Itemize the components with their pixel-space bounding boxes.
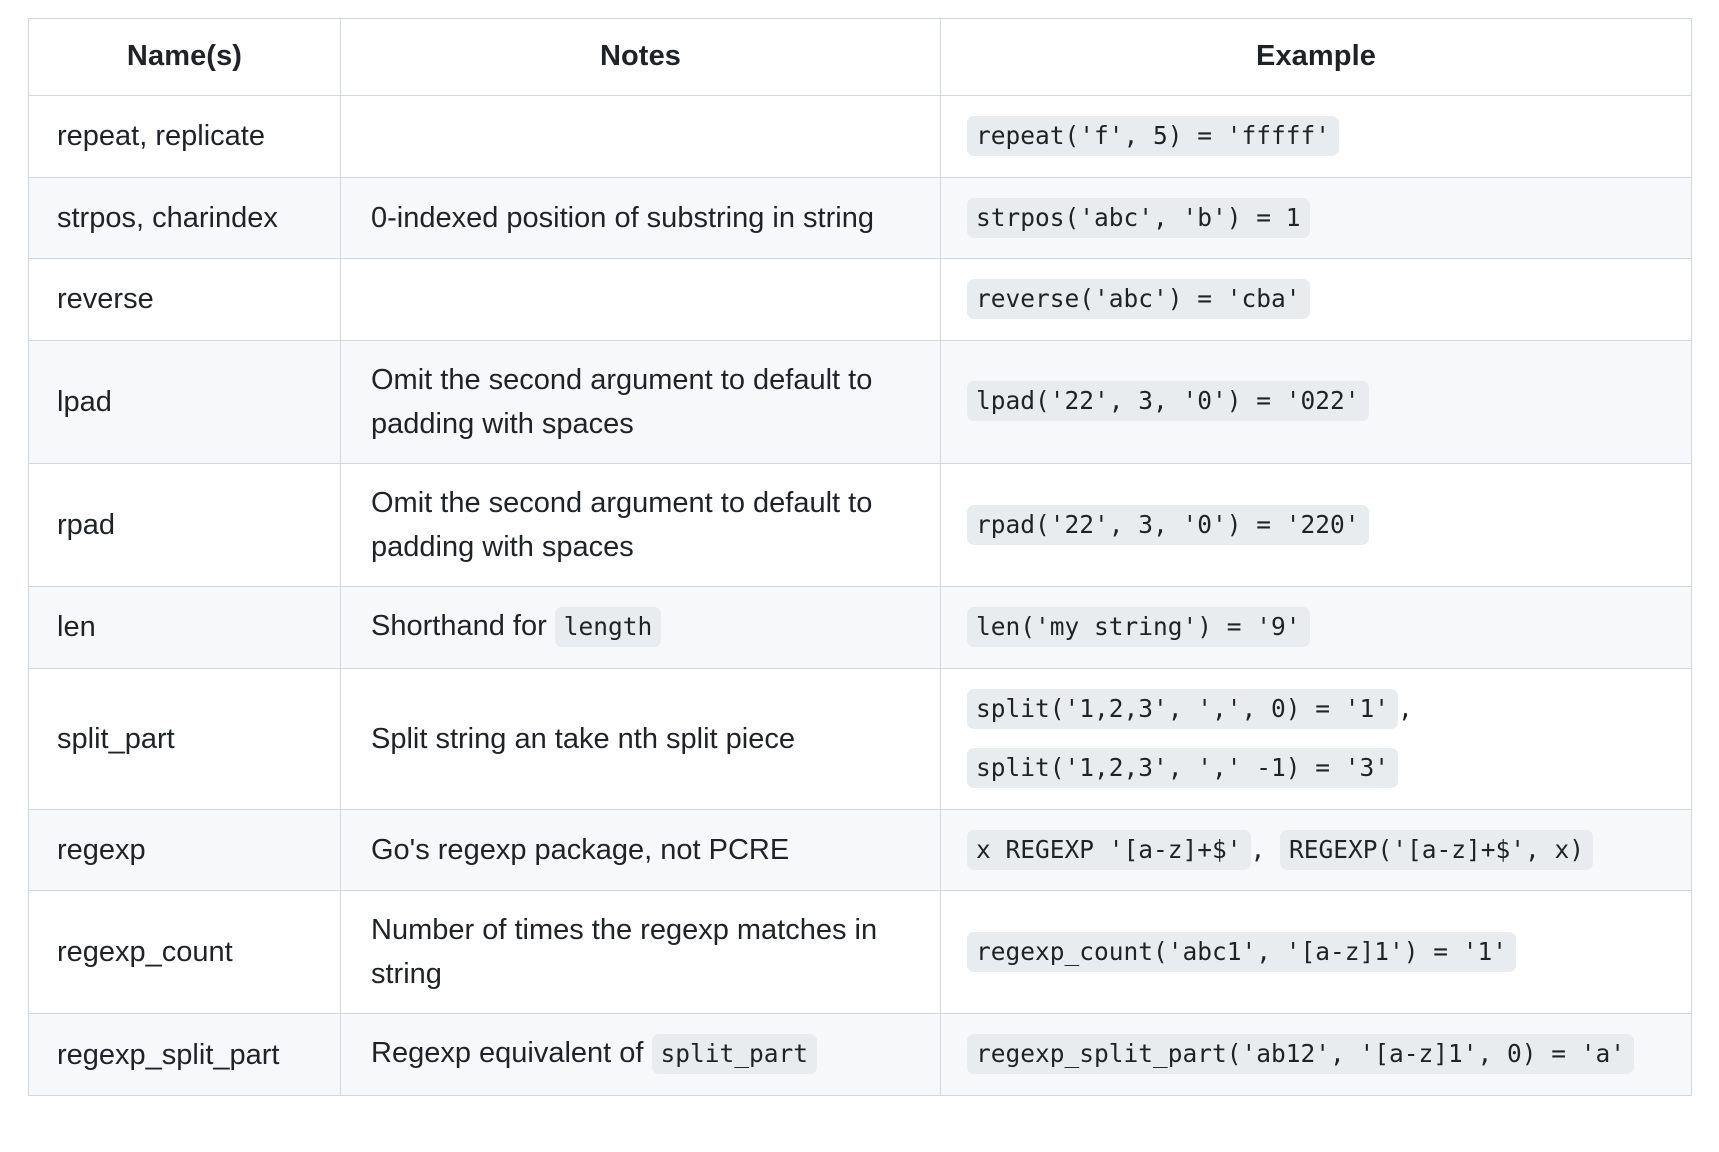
cell-example: split('1,2,3', ',', 0) = '1', split('1,2…: [940, 667, 1692, 810]
cell-notes: Shorthand for length: [340, 585, 941, 669]
table-row: regexp Go's regexp package, not PCRE x REG…: [28, 808, 1692, 892]
example-line: split('1,2,3', ',' -1) = '3': [967, 745, 1671, 792]
example-code: split('1,2,3', ',' -1) = '3': [967, 748, 1399, 789]
example-line: rpad('22', 3, '0') = '220': [967, 502, 1671, 549]
column-header-names: Name(s): [28, 18, 341, 96]
function-name-text: strpos, charindex: [57, 201, 278, 234]
function-name-text: reverse: [57, 283, 154, 316]
cell-example: regexp_count('abc1', '[a-z]1') = '1': [940, 890, 1692, 1015]
cell-notes: 0-indexed position of substring in strin…: [340, 176, 941, 260]
example-line: x REGEXP '[a-z]+$',: [967, 829, 1281, 870]
cell-example: reverse('abc') = 'cba': [940, 258, 1692, 341]
cell-example: regexp_split_part('ab12', '[a-z]1', 0) =…: [940, 1013, 1692, 1096]
notes-text: Regexp equivalent of: [371, 1037, 652, 1070]
table-row: rpad Omit the second argument to default …: [28, 462, 1692, 587]
function-name-text: repeat, replicate: [57, 120, 265, 153]
example-line: strpos('abc', 'b') = 1: [967, 195, 1671, 242]
notes-text: Number of times the regexp matches in st…: [371, 914, 878, 991]
cell-function-name: repeat, replicate: [28, 95, 341, 178]
notes-text: Go's regexp package, not PCRE: [371, 833, 790, 866]
example-line: regexp_count('abc1', '[a-z]1') = '1': [967, 929, 1671, 976]
example-code: x REGEXP '[a-z]+$': [967, 829, 1251, 870]
example-line: REGEXP('[a-z]+$', x): [1280, 829, 1594, 870]
example-code: reverse('abc') = 'cba': [967, 279, 1310, 320]
cell-example: lpad('22', 3, '0') = '022': [940, 339, 1692, 464]
cell-example: len('my string') = '9': [940, 585, 1692, 669]
notes-inline-code: split_part: [651, 1034, 818, 1075]
table-row: reverse reverse('abc') = 'cba': [28, 258, 1692, 341]
notes-text: Omit the second argument to default to p…: [371, 486, 873, 563]
function-name-text: rpad: [57, 508, 116, 541]
cell-function-name: split_part: [28, 667, 341, 810]
cell-function-name: len: [28, 585, 341, 669]
notes-text: 0-indexed position of substring in strin…: [371, 201, 874, 234]
example-code: regexp_split_part('ab12', '[a-z]1', 0) =…: [967, 1034, 1635, 1075]
example-line: reverse('abc') = 'cba': [967, 276, 1671, 323]
cell-function-name: rpad: [28, 462, 341, 587]
function-name-text: regexp_split_part: [57, 1038, 280, 1071]
cell-function-name: strpos, charindex: [28, 176, 341, 260]
example-code: len('my string') = '9': [967, 606, 1310, 647]
example-code: rpad('22', 3, '0') = '220': [967, 504, 1369, 545]
notes-inline-code: length: [554, 606, 662, 647]
example-line: regexp_split_part('ab12', '[a-z]1', 0) =…: [967, 1031, 1671, 1078]
example-separator: ,: [1250, 834, 1281, 864]
cell-notes: [340, 95, 941, 178]
notes-text: Shorthand for: [371, 609, 555, 642]
table-row: regexp_split_part Regexp equivalent of sp…: [28, 1013, 1692, 1096]
cell-function-name: regexp_count: [28, 890, 341, 1015]
table-row: lpad Omit the second argument to default …: [28, 339, 1692, 464]
table-header-row: Name(s) Notes Example: [28, 18, 1692, 96]
example-code: strpos('abc', 'b') = 1: [967, 197, 1310, 238]
cell-example: strpos('abc', 'b') = 1: [940, 176, 1692, 260]
cell-notes: Number of times the regexp matches in st…: [340, 890, 941, 1015]
example-code: REGEXP('[a-z]+$', x): [1280, 829, 1594, 870]
cell-function-name: regexp_split_part: [28, 1013, 341, 1096]
example-separator: ,: [1398, 693, 1413, 723]
table-header: Name(s) Notes Example: [28, 18, 1692, 96]
table-row: strpos, charindex 0-indexed position of s…: [28, 176, 1692, 260]
table-body: repeat, replicate repeat('f', 5) = 'fffff…: [28, 95, 1692, 1096]
cell-notes: Regexp equivalent of split_part: [340, 1013, 941, 1096]
table-row: len Shorthand for length len('my string') …: [28, 585, 1692, 669]
function-name-text: split_part: [57, 722, 175, 755]
example-line: repeat('f', 5) = 'fffff': [967, 113, 1671, 160]
example-code: repeat('f', 5) = 'fffff': [967, 116, 1340, 156]
example-code: split('1,2,3', ',', 0) = '1': [967, 688, 1399, 729]
example-line: lpad('22', 3, '0') = '022': [967, 378, 1671, 425]
function-name-text: len: [57, 611, 96, 644]
cell-notes: Omit the second argument to default to p…: [340, 339, 941, 464]
column-header-example: Example: [940, 18, 1692, 96]
function-name-text: lpad: [57, 385, 112, 418]
cell-function-name: regexp: [28, 808, 341, 892]
cell-example: x REGEXP '[a-z]+$', REGEXP('[a-z]+$', x): [940, 808, 1692, 892]
function-name-text: regexp: [57, 833, 146, 866]
cell-notes: [340, 258, 941, 341]
notes-text: Omit the second argument to default to p…: [371, 363, 873, 440]
column-header-notes: Notes: [340, 18, 941, 96]
cell-example: repeat('f', 5) = 'fffff': [940, 95, 1692, 178]
example-line: split('1,2,3', ',', 0) = '1',: [967, 686, 1671, 733]
cell-notes: Split string an take nth split piece: [340, 667, 941, 810]
table-row: repeat, replicate repeat('f', 5) = 'fffff…: [28, 95, 1692, 178]
cell-function-name: lpad: [28, 339, 341, 464]
example-code: lpad('22', 3, '0') = '022': [967, 381, 1369, 422]
example-line: len('my string') = '9': [967, 604, 1671, 651]
example-code: regexp_count('abc1', '[a-z]1') = '1': [967, 931, 1517, 972]
function-name-text: regexp_count: [57, 936, 233, 969]
notes-text: Split string an take nth split piece: [371, 722, 795, 755]
cell-example: rpad('22', 3, '0') = '220': [940, 462, 1692, 587]
cell-notes: Go's regexp package, not PCRE: [340, 808, 941, 892]
cell-function-name: reverse: [28, 258, 341, 341]
cell-notes: Omit the second argument to default to p…: [340, 462, 941, 587]
table-row: regexp_count Number of times the regexp m…: [28, 890, 1692, 1015]
table-row: split_part Split string an take nth split…: [28, 667, 1692, 810]
